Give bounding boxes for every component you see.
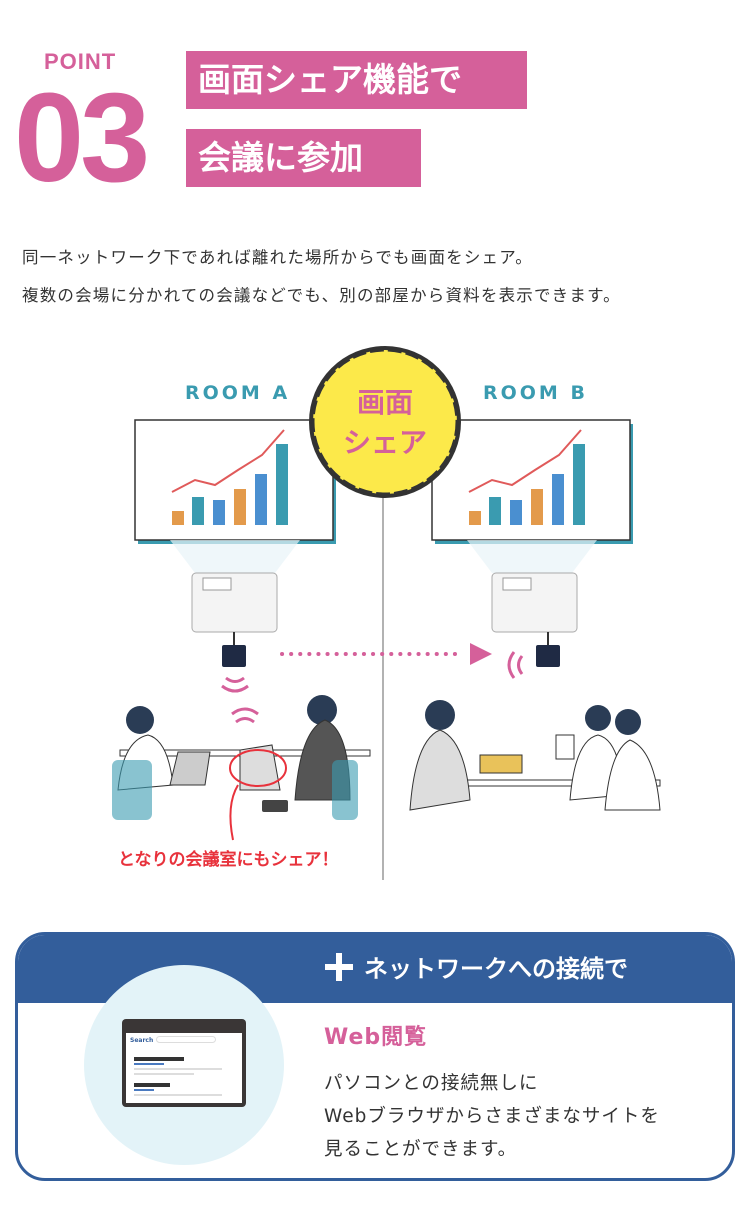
card-title: ネットワークへの接続で [324,949,628,984]
meeting-room-a-people [112,695,371,841]
description-line-1: 同一ネットワーク下であれば離れた場所からでも画面をシェア。 [22,248,533,267]
plus-icon [325,952,353,981]
dongle-b [536,645,560,667]
share-arrow-head [470,643,492,665]
share-caption: となりの会議室にもシェア！ [118,850,339,870]
feature-body-line-1: パソコンとの接続無しに [324,1073,539,1094]
feature-body-line-3: 見ることができます。 [324,1139,518,1160]
room-a-screen [134,419,336,544]
tablet-illustration: Search [122,1019,246,1107]
room-b-screen [431,419,633,544]
title-line-1: 画面シェア機能で [186,51,527,109]
title-line-2: 会議に参加 [186,129,421,187]
room-b-label: ROOM B [483,382,588,404]
feature-body-line-2: Webブラウザからさまざまなサイトを [324,1106,660,1127]
screen-share-badge: 画面 シェア [309,346,461,498]
description-line-2: 複数の会場に分かれての会議などでも、別の部屋から資料を表示できます。 [22,286,621,305]
room-a-label: ROOM A [185,382,291,404]
card-title-text: ネットワークへの接続で [364,955,628,983]
feature-title: Web閲覧 [322,1019,434,1055]
dongle-a [222,645,246,667]
badge-line-2: シェア [343,426,427,459]
screen-share-illustration: 画面 シェア [112,346,661,880]
feature-title-text: Web閲覧 [324,1025,428,1050]
projector-b [491,572,578,645]
point-number: 03 [14,67,150,208]
meeting-room-b-people [409,700,661,811]
point-label: POINT [44,49,117,74]
badge-line-1: 画面 [357,386,413,419]
wifi-icon [221,651,524,724]
network-feature-card: ネットワークへの接続で Search Web閲覧 パソコンとの接続無しに Web… [15,932,735,1181]
tablet-search-logo: Search [130,1037,154,1044]
projector-a [191,572,278,645]
